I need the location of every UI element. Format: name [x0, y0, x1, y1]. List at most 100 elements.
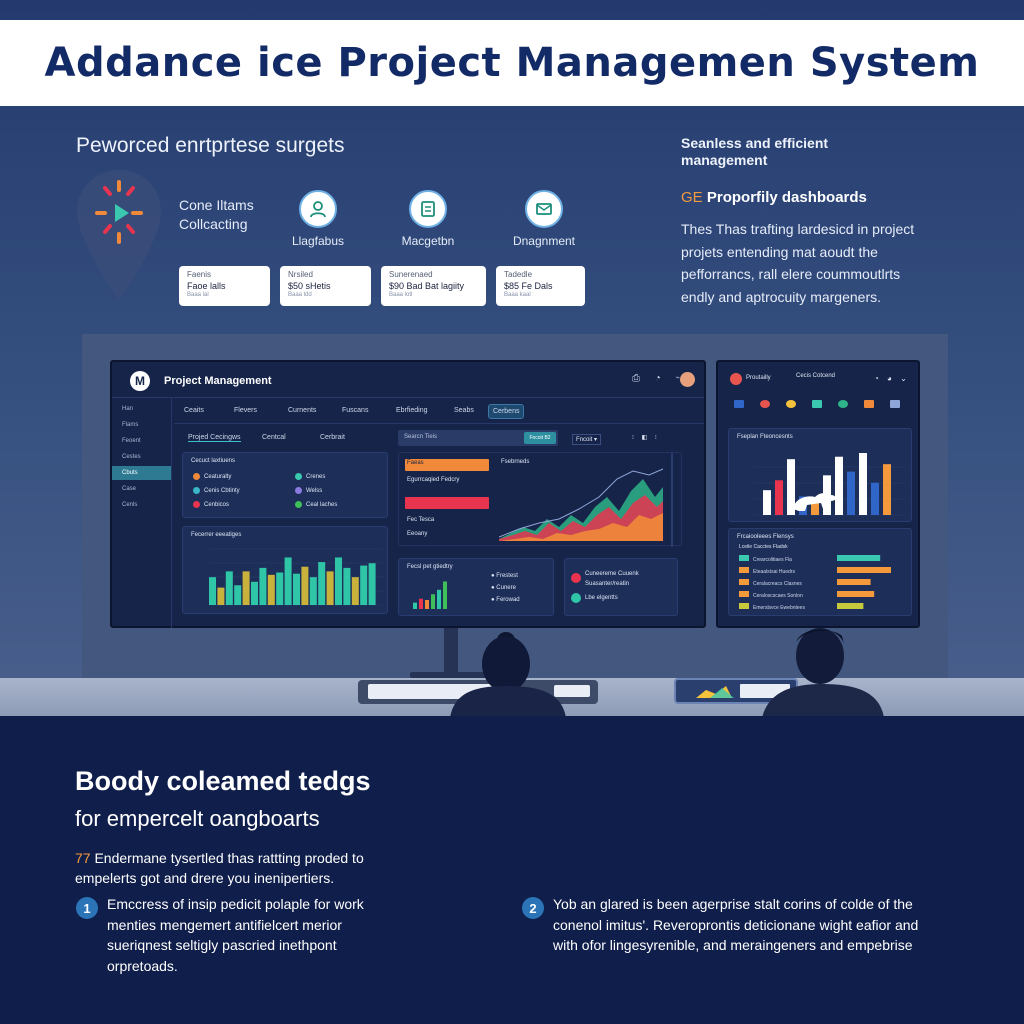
step-number-badge: 1	[76, 897, 98, 919]
tab-bar: Ceaits Flevers Curnents Fuscans Ebrfiedi…	[174, 398, 704, 424]
mini-bar-chart	[413, 581, 447, 609]
area-chart-panel: Faeas Egurrcaqied Fedcry Fec Tesca Eeoan…	[398, 452, 682, 547]
search-input[interactable]: Searcn Tieis	[398, 430, 558, 446]
app-icon[interactable]	[812, 400, 822, 408]
app-icon[interactable]	[786, 400, 796, 408]
icon-row	[730, 398, 910, 412]
page-title: Addance ice Project Managemen System	[44, 40, 980, 86]
view-toggle-icons[interactable]: ⁝ ◧ ⁝	[632, 435, 660, 441]
app-icon[interactable]	[864, 400, 874, 408]
tab[interactable]: Ebrfieding	[396, 407, 428, 414]
desc-line: pefforrancs, rall elere coummoutlrts	[681, 266, 901, 282]
tab[interactable]: Curnents	[288, 407, 317, 414]
row-bar	[837, 579, 871, 585]
row-bar	[837, 555, 881, 561]
bar	[276, 572, 284, 605]
mini-bar	[437, 589, 441, 609]
metric-card[interactable]: Nrsiled $50 sHetis Baaa ldd	[280, 266, 371, 306]
avatar[interactable]	[680, 372, 695, 387]
bottom-section	[0, 716, 1024, 1024]
column-bar	[787, 459, 795, 515]
mini-chart-panel: Fecsl pet gtiedtry ● Frestest ● Cunere ●…	[398, 558, 554, 616]
app-title: Project Management	[164, 375, 272, 387]
app-icon[interactable]	[838, 400, 848, 408]
person-right-silhouette	[762, 628, 884, 718]
orange-highlight-bar	[405, 459, 489, 471]
tab[interactable]: Ceaits	[184, 407, 204, 414]
tab[interactable]: Fuscans	[342, 407, 369, 414]
menu-title: Cecis Cotcend	[796, 373, 836, 379]
mini-chart-title: Fecsl pet gtiedtry	[407, 564, 453, 570]
metric-sub: Baaa kaal	[504, 292, 531, 298]
mid-label: Egurrcaqied Fedcry	[407, 477, 460, 483]
right-subheading: GE Proporfily dashboards	[681, 189, 867, 206]
tab[interactable]: Flevers	[234, 407, 257, 414]
sidebar-item[interactable]: Feoent	[122, 438, 141, 444]
subtab-active[interactable]: Projed Cecingws	[188, 434, 241, 442]
mid-label: Faeas	[407, 460, 424, 466]
people-row: Lbe elgentts	[585, 595, 618, 601]
metric-label: Nrsiled	[288, 270, 313, 279]
sidebar-item[interactable]: Han	[122, 406, 134, 412]
sidebar-item-active[interactable]: Cbuts	[112, 466, 171, 480]
subtab[interactable]: Centcal	[262, 434, 286, 441]
location-pin-icon	[77, 170, 161, 300]
sidebar-item[interactable]: Cestes	[122, 454, 141, 460]
metric-card[interactable]: Sunerenaed $90 Bad Bat lagiity Baaa lotl	[381, 266, 486, 306]
app-logo[interactable]: M	[130, 371, 150, 391]
bar-chart	[209, 548, 383, 606]
legend-label: Crenes	[306, 474, 326, 481]
person-icon[interactable]	[299, 190, 337, 228]
filter-dropdown[interactable]: Fncoit ▾	[572, 434, 602, 445]
row-bar	[837, 567, 891, 573]
column-bar	[883, 464, 891, 515]
main-monitor: M Project Management ⎙ ◔ ⌁ Han Flams Feo…	[110, 360, 706, 628]
legend-label: Cenis Cbtinty	[204, 488, 240, 495]
app-icon[interactable]	[734, 400, 744, 408]
bar	[251, 581, 258, 605]
bar	[242, 571, 250, 605]
area-chart-title: Fsebrneds	[501, 459, 530, 465]
search-button[interactable]: Fncoit B2	[524, 432, 556, 444]
bar	[267, 574, 275, 605]
desc-line: Thes Thas trafting lardesicd in project	[681, 221, 915, 237]
horizontal-bar-title: Frcaiooleees Flensys	[737, 534, 794, 540]
tab-active[interactable]: Cerbens	[488, 404, 525, 419]
metric-card[interactable]: Tadedle $85 Fe Dals Baaa kaal	[496, 266, 585, 306]
legend-item: Cenbicos	[193, 501, 229, 508]
icon-caption: Dnagnment	[512, 234, 576, 248]
legend-item: Ceaturalty	[193, 473, 231, 480]
column-bar	[859, 453, 867, 515]
app-icon[interactable]	[890, 400, 900, 408]
step-line: Yob an glared is been agerprise stalt co…	[553, 896, 913, 912]
document-icon[interactable]	[409, 190, 447, 228]
sidebar-item[interactable]: Case	[122, 486, 137, 492]
header-icons[interactable]: ◔ ◕ ⌄	[874, 374, 910, 383]
tab[interactable]: Seabs	[454, 407, 474, 414]
row-swatch	[739, 567, 749, 573]
header-tools[interactable]: ⎙ ◔ ⌁	[632, 373, 687, 384]
intro-text: Endermane tysertled thas rattting proded…	[94, 850, 364, 866]
sidebar: Han Flams Feoent Cestes Cbuts Case Cenls	[112, 398, 172, 628]
mail-chart-icon[interactable]	[525, 190, 563, 228]
legend-panel-title: Cecuct laxtiuens	[191, 458, 236, 464]
animal-silhouette	[793, 493, 836, 511]
row-bar	[837, 603, 864, 609]
mini-bar	[443, 581, 447, 609]
metric-sub: Baaa lal	[187, 292, 209, 298]
mid-label: Eeoany	[407, 531, 428, 537]
metric-card[interactable]: Faenis Faoe lalls Baaa lal	[179, 266, 270, 306]
sidebar-item[interactable]: Flams	[122, 422, 139, 428]
bar	[343, 567, 351, 605]
metric-label: Sunerenaed	[389, 270, 433, 279]
step-line: Emccress of insip pedicit polaple for wo…	[107, 896, 364, 912]
sidebar-item[interactable]: Cenls	[122, 502, 138, 508]
metric-value: $85 Fe Dals	[504, 281, 553, 291]
mini-list-item: ● Ferowad	[491, 597, 520, 603]
scrollbar[interactable]	[671, 453, 673, 547]
bar	[259, 567, 267, 605]
subtab[interactable]: Cerbrait	[320, 434, 345, 441]
app-icon[interactable]	[760, 400, 770, 408]
secondary-monitor: Proutailly Cecis Cotcend ◔ ◕ ⌄ Fseplan F…	[716, 360, 920, 628]
